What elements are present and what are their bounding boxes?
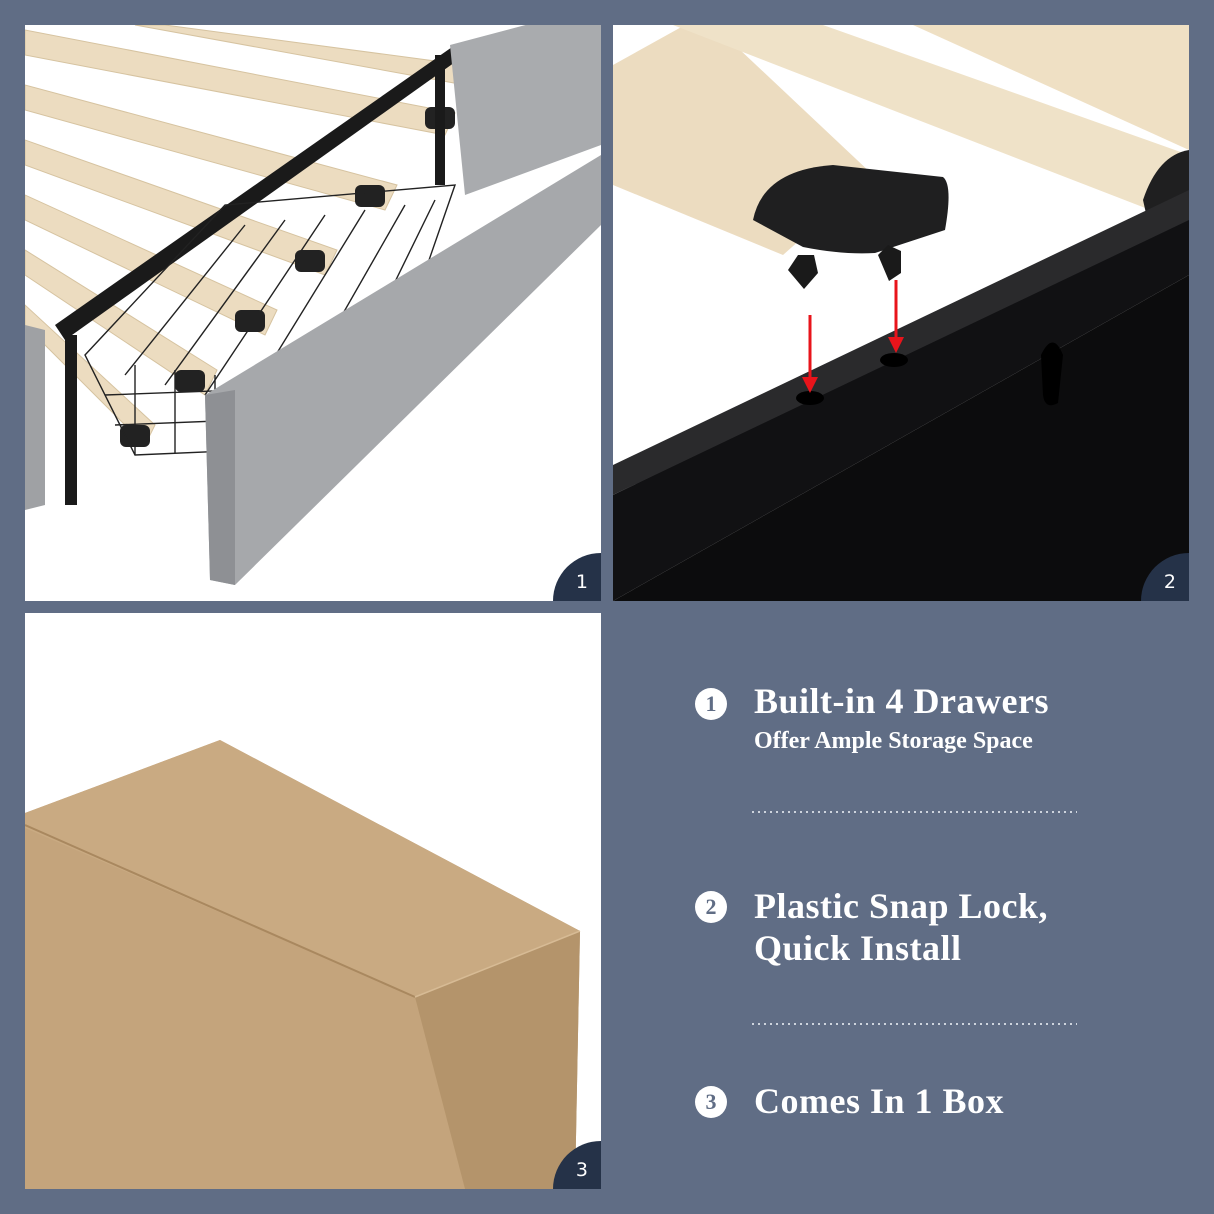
dotted-divider (750, 1023, 1077, 1025)
feature-drawers: 1 Built-in 4 Drawers Offer Ample Storage… (695, 680, 1049, 758)
snap-lock-illustration (613, 25, 1189, 601)
feature-title-line2: Quick Install (754, 928, 962, 968)
snap-lock-image-panel: 2 (613, 25, 1189, 601)
feature-title-line1: Plastic Snap Lock, (754, 886, 1049, 926)
feature-title: Built-in 4 Drawers (754, 681, 1049, 721)
feature-snap-lock: 2 Plastic Snap Lock, Quick Install (695, 885, 1049, 969)
feature-number-icon: 2 (695, 891, 727, 923)
features-panel: 1 Built-in 4 Drawers Offer Ample Storage… (613, 613, 1189, 1189)
box-image-panel: 3 (25, 613, 601, 1189)
cardboard-box-illustration (25, 613, 601, 1189)
feature-one-box: 3 Comes In 1 Box (695, 1080, 1005, 1122)
bed-frame-drawers-illustration (25, 25, 601, 601)
panel-number-badge: 2 (1141, 553, 1189, 601)
dotted-divider (750, 811, 1077, 813)
feature-number-icon: 3 (695, 1086, 727, 1118)
bed-drawers-image-panel: 1 (25, 25, 601, 601)
feature-number-icon: 1 (695, 688, 727, 720)
feature-subtitle: Offer Ample Storage Space (754, 728, 1033, 754)
feature-title: Comes In 1 Box (754, 1081, 1005, 1121)
